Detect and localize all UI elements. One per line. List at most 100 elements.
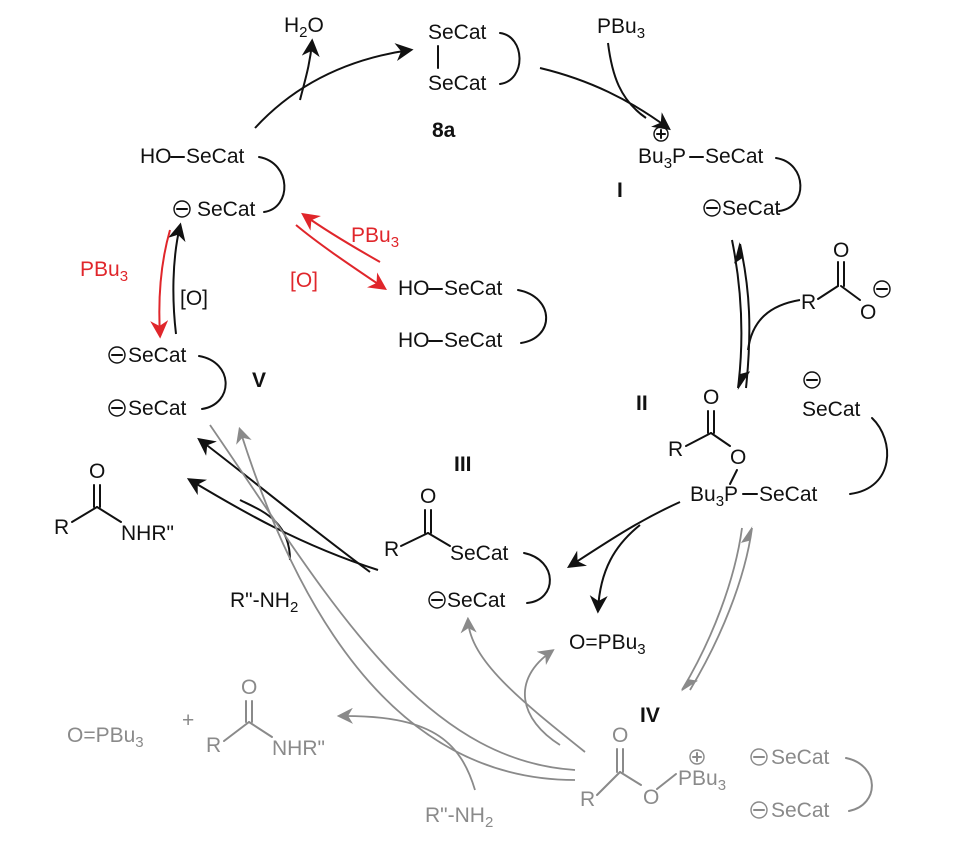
arrow-II-to-III: [566, 501, 681, 568]
label-V: V: [252, 369, 266, 392]
carboxylate-o-top: O: [833, 239, 849, 262]
catechol-bridge-III: [523, 552, 551, 604]
secat-8a-bottom: SeCat: [428, 72, 487, 95]
minus-charge-icon: [173, 200, 191, 218]
catechol-bridge-I: [775, 157, 802, 212]
label-IV: IV: [640, 704, 660, 727]
secat-left-top: SeCat: [186, 145, 245, 168]
catechol-bridge-mid: [517, 289, 548, 344]
oxidant-black: [O]: [180, 287, 208, 310]
ii-carbonyl-o: O: [703, 386, 719, 409]
eq-arrow-gray-back: [681, 527, 743, 692]
arrow-III-to-amide: [186, 478, 379, 571]
secat-II: SeCat: [759, 483, 818, 506]
ho-text-mid-top: HO: [398, 277, 430, 300]
secat-mid-top: SeCat: [444, 277, 503, 300]
water-text: H2O: [284, 14, 324, 41]
arrow-gray-to-amide: [336, 707, 476, 791]
pbu3-red-left: PBu3: [80, 258, 128, 285]
water-product: H2O: [284, 14, 324, 41]
catechol-bridge-II: [849, 417, 889, 495]
arrow-III-to-V: [197, 437, 371, 573]
carboxylate-r: R: [801, 291, 816, 314]
secat-I-top: SeCat: [705, 145, 764, 168]
iv-pbu3: PBu3: [678, 767, 726, 794]
bu3p-text-II: Bu3P: [690, 483, 738, 510]
minus-charge-icon: [703, 199, 721, 217]
oxidant-red: [O]: [290, 269, 318, 292]
ho-text-left: HO: [140, 145, 172, 168]
amide-r: R: [54, 516, 69, 539]
arrow-water-release: [299, 38, 320, 101]
arrow-gray-to-V-outer: [236, 426, 576, 781]
arrow-red-reduction-V: [150, 229, 171, 339]
secat-IV-top: SeCat: [771, 746, 830, 769]
amine-black: R"-NH2: [230, 589, 298, 616]
arrow-gray-to-V-inner: [209, 424, 576, 771]
iv-r: R: [580, 788, 595, 811]
amine-entry-curve: [239, 499, 291, 561]
arrow-gray-to-III: [460, 616, 586, 753]
arrow-V-oxidation: [167, 222, 186, 335]
minus-charge-icon: [108, 399, 126, 417]
carboxylate-o-bottom: O: [860, 301, 876, 324]
iii-carbonyl-o: O: [420, 485, 436, 508]
arrow-8a-to-I: [539, 67, 671, 131]
gray-amide-nhr: NHR": [272, 737, 325, 760]
catechol-bridge-left: [258, 156, 286, 213]
label-III: III: [454, 453, 472, 476]
arrow-to-8a: [254, 43, 414, 129]
label-II: II: [636, 392, 648, 415]
minus-charge-icon: [873, 280, 891, 298]
intermediate-V: SeCat SeCat V: [108, 344, 266, 420]
iv-carbonyl-o: O: [612, 724, 628, 747]
eq-arrow-gray-forward: [689, 526, 753, 691]
catechol-bridge-IV: [845, 757, 873, 812]
selenenic-acid-intermediate: HO SeCat SeCat: [140, 145, 286, 221]
pbu3-entry-curve: [607, 42, 647, 119]
gray-products: O=PBu3 + O R NHR" R"-NH2: [67, 676, 493, 831]
secat-III-top: SeCat: [450, 542, 509, 565]
gray-amide-r: R: [206, 734, 221, 757]
eq-arrow-back-I-II: [734, 242, 751, 389]
secat-IV-bottom: SeCat: [771, 799, 830, 822]
ho-text-mid-bottom: HO: [398, 329, 430, 352]
secat-V-bottom: SeCat: [128, 397, 187, 420]
label-8a: 8a: [432, 119, 456, 142]
secat-I-bottom: SeCat: [722, 197, 781, 220]
plus-sign: +: [182, 709, 194, 732]
pbu3-reagent-top: PBu3: [597, 15, 645, 42]
iv-ester-o: O: [643, 786, 659, 809]
carboxylate-reagent: R O O: [801, 239, 891, 324]
amide-o: O: [89, 460, 105, 483]
amide-product: O R NHR": [54, 460, 174, 545]
eq-arrow-forward-I-II: [731, 239, 751, 390]
secat-mid-bottom: SeCat: [444, 329, 503, 352]
arrow-red-reduction-mid: [301, 212, 381, 263]
amine-gray: R"-NH2: [425, 804, 493, 831]
gray-amide-o: O: [241, 676, 257, 699]
bu3p-text-I: Bu3P: [638, 145, 686, 172]
phosphine-oxide-gray: O=PBu3: [67, 724, 144, 751]
iii-r: R: [384, 538, 399, 561]
catechol-bridge-8a: [499, 32, 521, 85]
compound-8a: SeCat SeCat 8a: [428, 21, 521, 142]
phosphine-oxide-black: O=PBu3: [569, 631, 646, 658]
secat-II-anion: SeCat: [802, 398, 861, 421]
secat-III-bottom: SeCat: [447, 589, 506, 612]
minus-charge-icon: [108, 346, 126, 364]
secat-V-top: SeCat: [128, 344, 187, 367]
ii-r: R: [668, 438, 683, 461]
minus-charge-icon: [803, 371, 821, 389]
amide-nhr: NHR": [121, 522, 174, 545]
intermediate-III: III O R SeCat SeCat: [384, 453, 551, 612]
ii-ester-o: O: [730, 446, 746, 469]
minus-charge-icon: [428, 591, 446, 609]
diselenenic-acid: HO SeCat HO SeCat: [398, 277, 548, 352]
label-I: I: [617, 179, 623, 202]
pbu3-red-mid: PBu3: [351, 224, 399, 251]
secat-8a-top: SeCat: [428, 21, 487, 44]
intermediate-II: II O R O Bu3P SeCat SeCat: [636, 371, 889, 510]
